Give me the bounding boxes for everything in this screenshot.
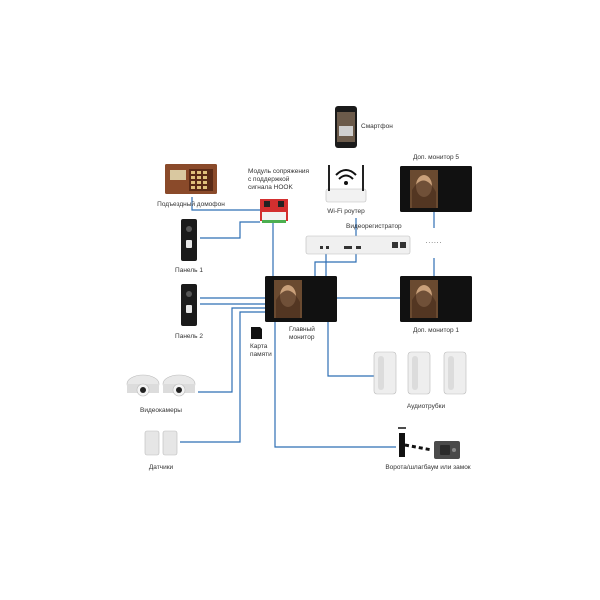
video-monitor-icon (400, 166, 472, 212)
main-monitor-label-2: монитор (289, 334, 315, 341)
connection-wires (180, 197, 435, 448)
wifi-router-icon (325, 165, 367, 203)
cameras-label: Видеокамеры (140, 407, 182, 414)
memory-card-label-1: Карта (250, 343, 268, 350)
sensors-label: Датчики (148, 464, 174, 471)
wire-handsets (327, 322, 374, 377)
wire-intercom-module (191, 197, 260, 211)
dvr-label: Видеорегистратор (346, 223, 402, 230)
main-monitor-label-1: Главный (289, 326, 315, 333)
extra-monitors-ellipsis: ...... (425, 238, 443, 245)
call-panel-icon (181, 219, 197, 261)
handsets-label: Аудиотрубки (406, 403, 446, 410)
dvr-icon (305, 235, 411, 255)
hook-module-label-3: сигнала HOOK (248, 184, 293, 191)
audio-handset-icon (373, 351, 397, 395)
video-monitor-icon (400, 276, 472, 322)
sensor-icon (144, 430, 178, 456)
audio-handset-icon (407, 351, 431, 395)
extra-monitor-5-label: Доп. монитор 5 (412, 154, 460, 161)
gate-lock-label: Ворота/шлагбаум или замок (385, 464, 471, 471)
memory-card-icon (251, 327, 262, 339)
hook-module-label-2: с поддержкой (248, 176, 290, 183)
interface-module-icon (260, 199, 288, 223)
audio-handset-icon (443, 351, 467, 395)
wire-sensors (180, 311, 265, 443)
barrier-gate-icon (398, 427, 433, 457)
wire-cameras (198, 307, 265, 393)
extra-monitor-1-label: Доп. монитор 1 (412, 327, 460, 334)
dome-camera-icon (162, 374, 196, 397)
wire-panel1 (200, 221, 260, 239)
panel2-label: Панель 2 (175, 333, 203, 340)
hook-module-label-1: Модуль сопряжения (248, 168, 310, 175)
entrance-intercom-label: Подъездный домофон (157, 201, 225, 208)
memory-card-label-2: памяти (250, 351, 272, 358)
panel1-label: Панель 1 (175, 267, 203, 274)
dome-camera-icon (126, 374, 160, 397)
entrance-intercom-icon (165, 164, 217, 194)
call-panel-icon (181, 284, 197, 326)
smartphone-label: Смартфон (361, 123, 393, 130)
wifi-router-label: Wi-Fi роутер (327, 208, 365, 215)
wire-gate (274, 322, 396, 448)
smartphone-icon (335, 106, 357, 148)
electric-lock-icon (434, 441, 460, 459)
video-monitor-icon (265, 276, 337, 322)
